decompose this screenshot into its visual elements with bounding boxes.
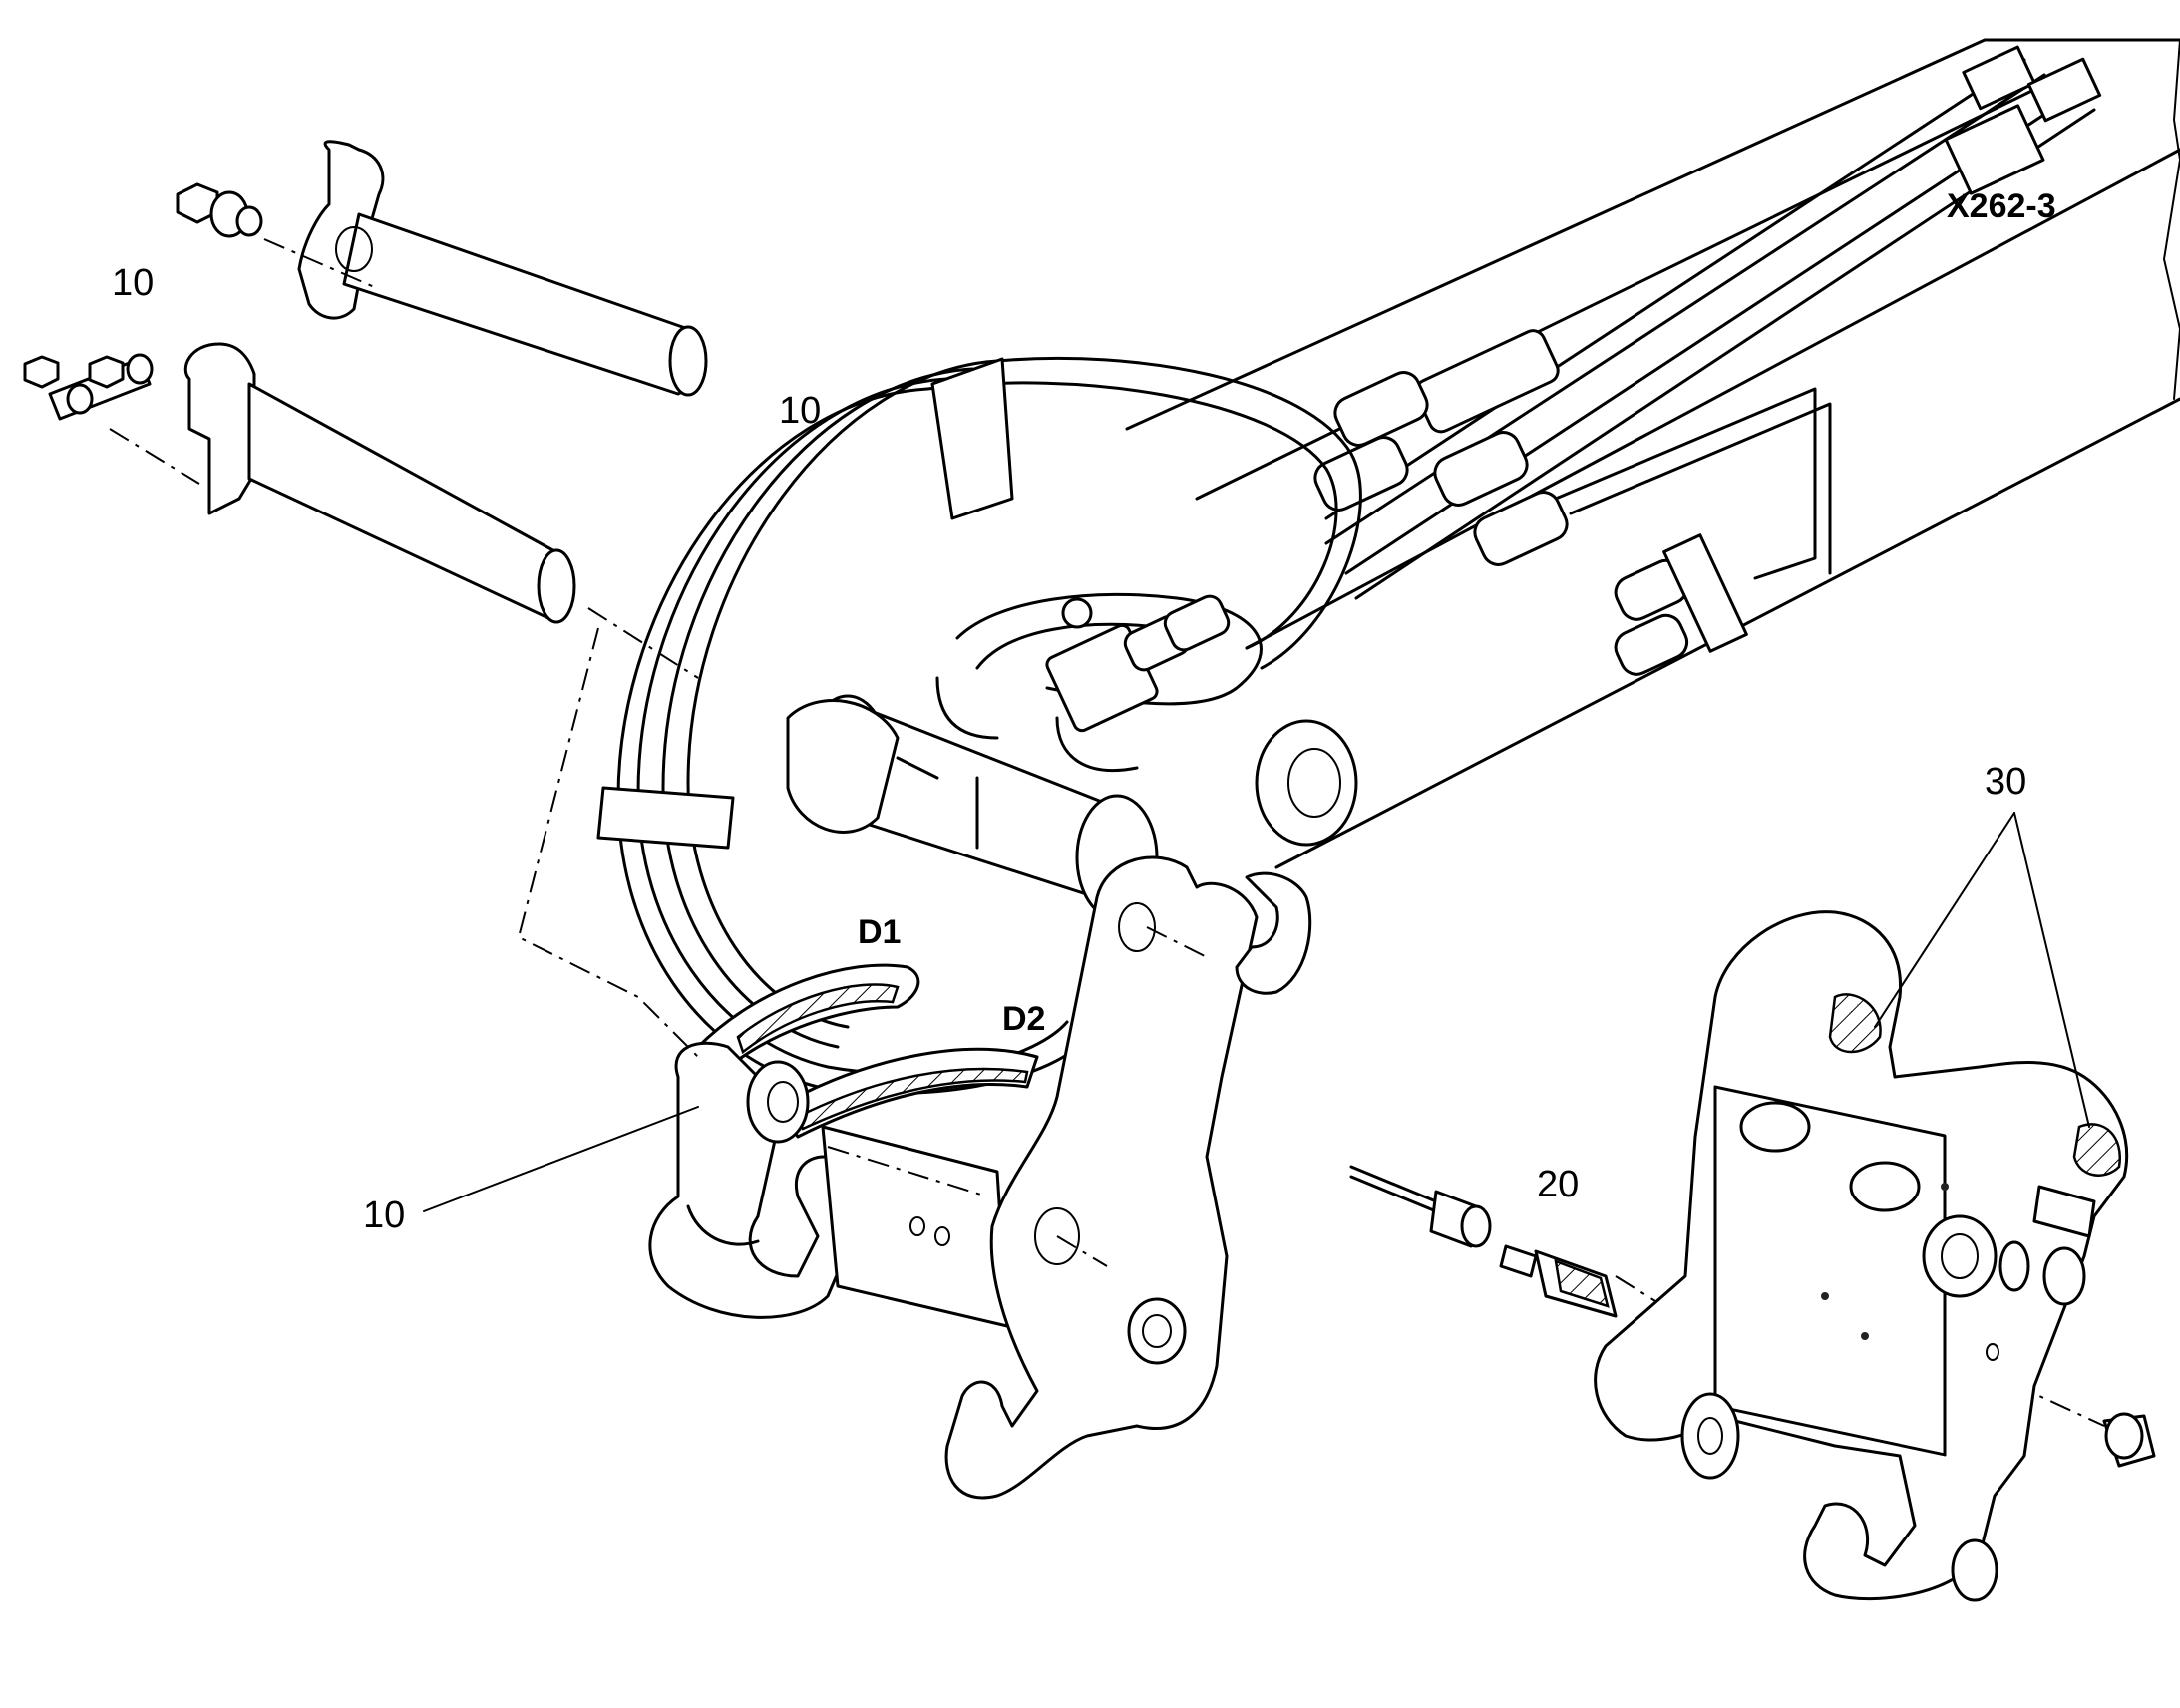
port-hoses [696, 963, 1039, 1139]
port-d2-label: D2 [1002, 1000, 1046, 1038]
leader-lines [423, 812, 2090, 1212]
hose-assembly [596, 356, 1362, 1095]
quick-couplers [1313, 329, 1748, 676]
end-cap [2102, 1412, 2156, 1468]
hydraulic-lines [1324, 45, 2102, 600]
callout-hoses: 10 [779, 390, 822, 432]
pivot-cylinder [786, 694, 1159, 921]
connector-label: X262-3 [1947, 187, 2056, 225]
quick-change-adapter [1594, 910, 2129, 1602]
hose-clamp-upper [930, 357, 1014, 520]
pins-and-fasteners [23, 140, 708, 624]
callout-adapter: 30 [1985, 761, 2027, 803]
callout-pins: 10 [112, 262, 155, 304]
port-d1-label: D1 [858, 913, 902, 951]
callout-grease-nipple: 20 [1537, 1164, 1580, 1205]
callout-bracket: 10 [363, 1195, 406, 1236]
hose-clamp-lower [596, 786, 735, 850]
mounting-bracket [648, 855, 1312, 1500]
connector-x262-3-plug [1944, 104, 2045, 195]
grease-nipple-assembly [1349, 1165, 1618, 1318]
